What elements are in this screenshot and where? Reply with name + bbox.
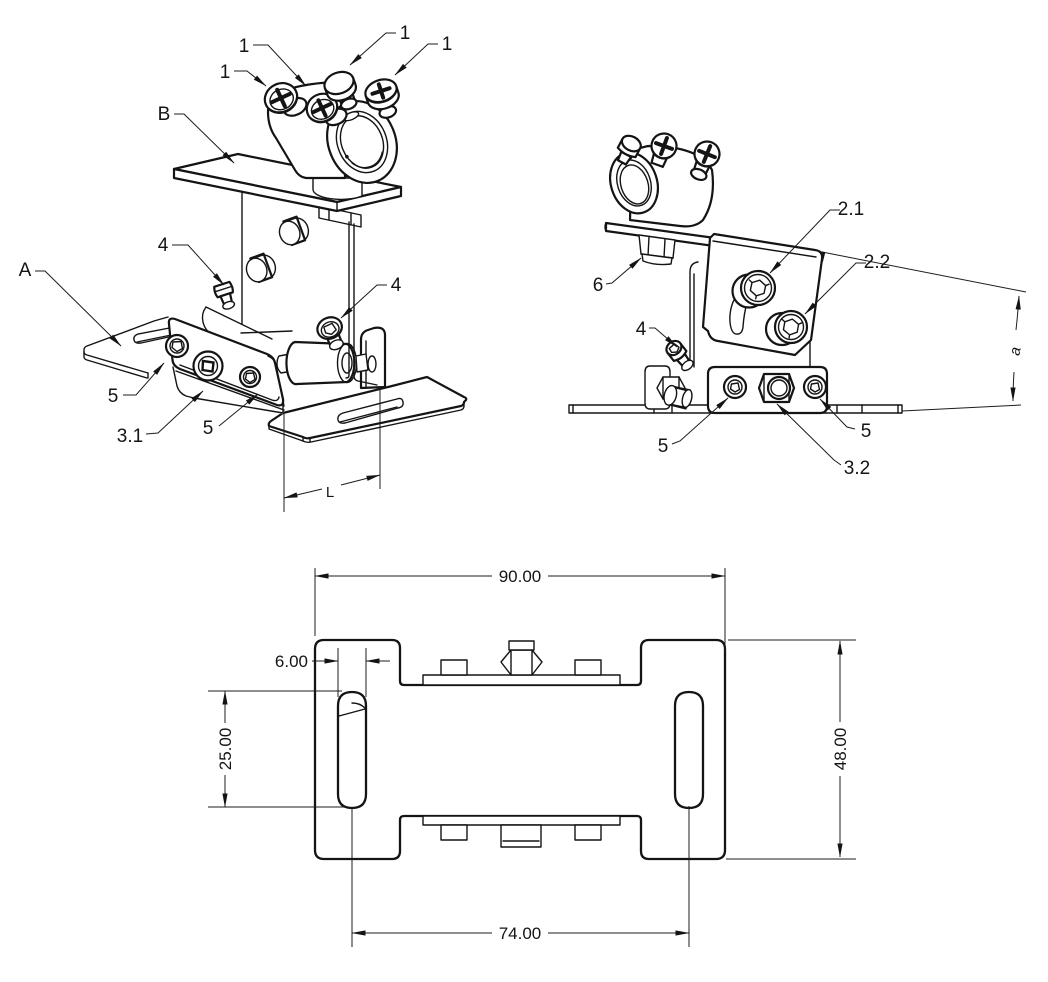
- svg-text:2.1: 2.1: [838, 199, 864, 220]
- svg-text:B: B: [158, 104, 171, 125]
- svg-text:4: 4: [158, 235, 169, 256]
- svg-text:1: 1: [442, 34, 453, 55]
- svg-text:1: 1: [400, 23, 411, 44]
- svg-text:74.00: 74.00: [499, 924, 542, 943]
- svg-text:6.00: 6.00: [275, 652, 308, 671]
- svg-text:5: 5: [203, 418, 214, 439]
- svg-text:48.00: 48.00: [831, 728, 850, 771]
- svg-text:6: 6: [593, 275, 604, 296]
- svg-text:90.00: 90.00: [499, 567, 542, 586]
- svg-text:4: 4: [636, 319, 647, 340]
- svg-text:1: 1: [239, 36, 250, 57]
- svg-text:2.2: 2.2: [864, 252, 890, 273]
- svg-text:4: 4: [391, 275, 402, 296]
- svg-text:3.1: 3.1: [117, 426, 143, 447]
- svg-text:25.00: 25.00: [216, 728, 235, 771]
- svg-text:a: a: [1006, 346, 1024, 357]
- svg-text:5: 5: [658, 436, 669, 457]
- svg-text:A: A: [19, 260, 32, 281]
- svg-text:5: 5: [861, 421, 872, 442]
- svg-text:L: L: [326, 484, 334, 501]
- svg-text:3.2: 3.2: [844, 458, 870, 479]
- svg-text:1: 1: [220, 62, 231, 83]
- svg-text:5: 5: [108, 386, 119, 407]
